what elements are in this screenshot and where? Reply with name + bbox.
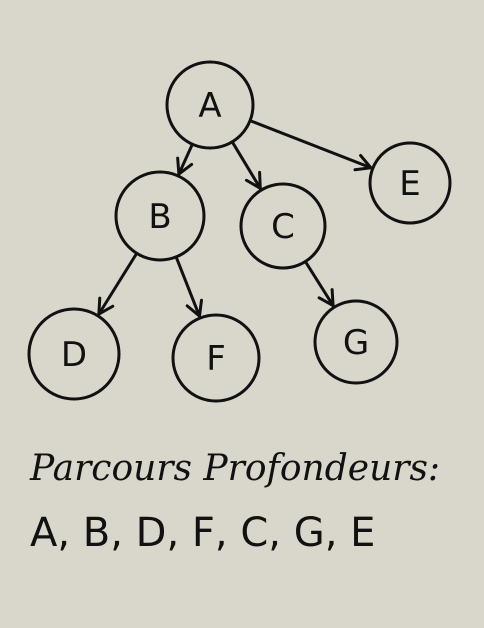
node-circle: [171, 313, 261, 403]
node-g: G: [313, 299, 399, 385]
node-label: C: [271, 207, 295, 247]
arrowhead: [185, 298, 203, 318]
node-label: B: [148, 197, 171, 237]
edge-b-f: [174, 255, 203, 318]
node-d: D: [27, 307, 121, 401]
edge-a-e: [248, 119, 373, 172]
node-label: D: [61, 335, 87, 375]
node-circle: [165, 60, 255, 150]
arrowhead: [317, 288, 335, 308]
arrowhead: [353, 153, 373, 172]
edge-a-c: [230, 140, 262, 190]
edge-a-b: [176, 142, 194, 176]
edge-b-d: [97, 251, 139, 316]
node-label: G: [343, 323, 369, 363]
traversal-order: A, B, D, F, C, G, E: [30, 510, 376, 556]
node-label: E: [399, 164, 420, 204]
arrowhead: [176, 156, 194, 176]
node-f: F: [171, 313, 261, 403]
node-circle: [368, 141, 452, 225]
nodes-layer: A B C D E F G: [27, 60, 452, 403]
node-b: B: [114, 170, 206, 262]
node-a: A: [165, 60, 255, 150]
traversal-title: Parcours Profondeurs:: [30, 448, 441, 489]
node-label: F: [206, 339, 226, 379]
node-label: A: [198, 86, 221, 126]
arrowhead: [244, 170, 262, 190]
node-circle: [239, 182, 327, 270]
node-circle: [313, 299, 399, 385]
node-e: E: [368, 141, 452, 225]
node-c: C: [239, 182, 327, 270]
edges-layer: [97, 119, 373, 318]
node-circle: [114, 170, 206, 262]
node-circle: [27, 307, 121, 401]
edge-c-g: [303, 260, 335, 308]
arrowhead: [97, 296, 115, 316]
